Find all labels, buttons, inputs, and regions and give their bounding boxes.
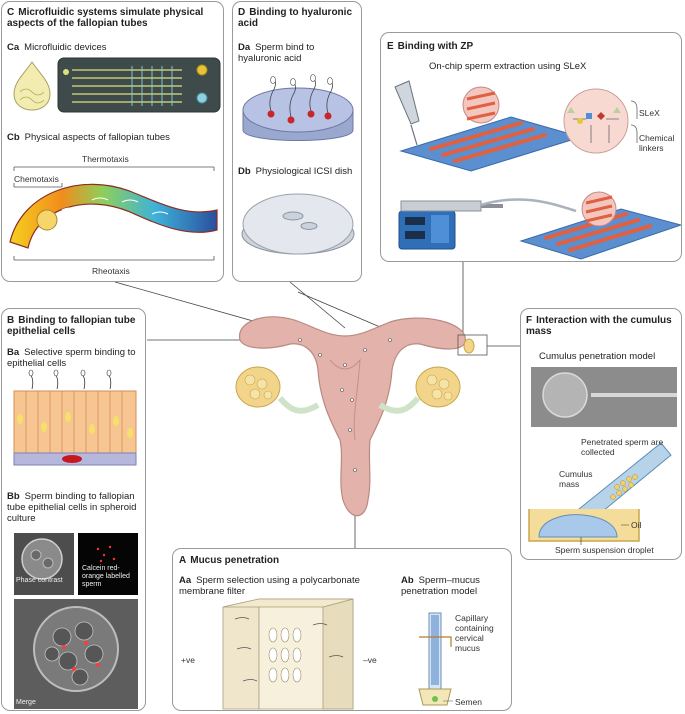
- thermotaxis-label: Thermotaxis: [82, 154, 129, 164]
- panel-b-illustrations: [13, 369, 138, 709]
- top-sperm-chip: [399, 116, 583, 172]
- subpanel-cb-code: Cb: [7, 132, 20, 143]
- calcein-label: Calcein red-orange labelled sperm: [82, 565, 130, 588]
- calcein-image: [78, 533, 138, 595]
- panel-c-letter: C: [7, 7, 15, 18]
- phase-contrast-label: Phase contrast: [16, 577, 63, 584]
- semen-label: Semen: [455, 697, 482, 707]
- fallopian-tube-gradient: [9, 183, 218, 249]
- icsi-dish-top: [242, 193, 354, 255]
- panel-a-title-text: Mucus penetration: [190, 555, 280, 566]
- subpanel-aa-label: Sperm selection using a polycarbonate me…: [179, 575, 360, 597]
- sperm-droplet: [538, 514, 618, 538]
- slex-zoom-circle: [563, 88, 629, 154]
- subpanel-db-label: Physiological ICSI dish: [255, 166, 353, 177]
- panel-a-illustrations: [222, 598, 453, 710]
- panel-f-illustrations: [528, 367, 677, 545]
- subpanel-db-code: Db: [238, 166, 251, 177]
- left-ligament: [277, 396, 320, 414]
- connector-d: [289, 281, 346, 329]
- cumulus-model-label: Cumulus penetration model: [539, 351, 656, 362]
- epithelial-cells-icon: [13, 369, 137, 466]
- capillary-label: Capillary containing cervical mucus: [455, 613, 494, 653]
- panel-e-title-text: Binding with ZP: [397, 41, 474, 52]
- oil-label: Oil: [631, 520, 642, 530]
- panel-f-title-text: Interaction with the cumulus mass: [526, 315, 672, 337]
- subpanel-ba-label: Selective sperm binding to epithelial ce…: [7, 347, 136, 369]
- uterus-body: [239, 316, 466, 517]
- pipette-icon: [394, 80, 420, 125]
- right-ovary: [415, 366, 461, 408]
- microfluidic-chip-icon: [57, 57, 221, 113]
- uterus-illustration: [235, 316, 488, 517]
- subpanel-bb-label: Sperm binding to fallopian tube epitheli…: [7, 491, 137, 524]
- subpanel-cb-label: Physical aspects of fallopian tubes: [24, 132, 170, 143]
- panel-c-title-text: Microfluidic systems simulate physical a…: [7, 7, 204, 29]
- tube-highlight-box: [457, 334, 488, 356]
- positive-electrode-label: +ve: [181, 655, 195, 665]
- subpanel-db: Db Physiological ICSI dish: [238, 166, 356, 177]
- subpanel-da-label: Sperm bind to hyaluronic acid: [238, 42, 315, 64]
- subpanel-ba-code: Ba: [7, 347, 20, 358]
- negative-electrode-label: –ve: [363, 655, 377, 665]
- membrane-filter-icon: [222, 598, 354, 710]
- right-ligament: [378, 396, 421, 414]
- subpanel-ca-code: Ca: [7, 42, 20, 53]
- subpanel-ab-code: Ab: [401, 575, 414, 586]
- cumulus-mass-label: Cumulus mass: [559, 469, 593, 489]
- subpanel-aa-code: Aa: [179, 575, 192, 586]
- ha-dish-top: [242, 87, 354, 133]
- panel-e-letter: E: [387, 41, 394, 52]
- panel-d-letter: D: [238, 7, 246, 18]
- panel-e-illustrations: [394, 80, 681, 260]
- subpanel-bb-code: Bb: [7, 491, 20, 502]
- subpanel-ab-label: Sperm–mucus penetration model: [401, 575, 480, 597]
- panel-c-illustrations: [9, 57, 221, 261]
- subpanel-da-code: Da: [238, 42, 251, 53]
- panel-f-letter: F: [526, 315, 533, 326]
- oocyte-in-tube: [463, 338, 475, 354]
- droplet-label: Sperm suspension droplet: [555, 545, 654, 555]
- penetrated-sperm-label: Penetrated sperm are collected: [581, 437, 664, 457]
- panel-b-title-text: Binding to fallopian tube epithelial cel…: [7, 315, 136, 337]
- chemotaxis-label: Chemotaxis: [14, 174, 59, 184]
- panel-b-letter: B: [7, 315, 15, 326]
- panel-d-title-text: Binding to hyaluronic acid: [238, 7, 353, 29]
- tubing-icon: [480, 198, 577, 213]
- panel-e-subtitle: On-chip sperm extraction using SLeX: [429, 61, 587, 72]
- slex-label: SLeX: [639, 108, 660, 118]
- merge-label: Merge: [16, 699, 36, 706]
- chemical-linkers-label: Chemical linkers: [639, 133, 675, 153]
- rheotaxis-label: Rheotaxis: [92, 266, 130, 276]
- uterine-cavity: [329, 358, 361, 441]
- subpanel-ca: Ca Microfluidic devices: [7, 42, 107, 53]
- oocyte-icon: [36, 209, 58, 231]
- subpanel-cb: Cb Physical aspects of fallopian tubes: [7, 132, 170, 143]
- droplet-device-icon: [13, 61, 51, 111]
- panel-d-illustrations: [241, 74, 355, 255]
- panel-a-letter: A: [179, 555, 187, 566]
- syringe-icon: [400, 200, 482, 212]
- subpanel-ca-label: Microfluidic devices: [24, 42, 107, 53]
